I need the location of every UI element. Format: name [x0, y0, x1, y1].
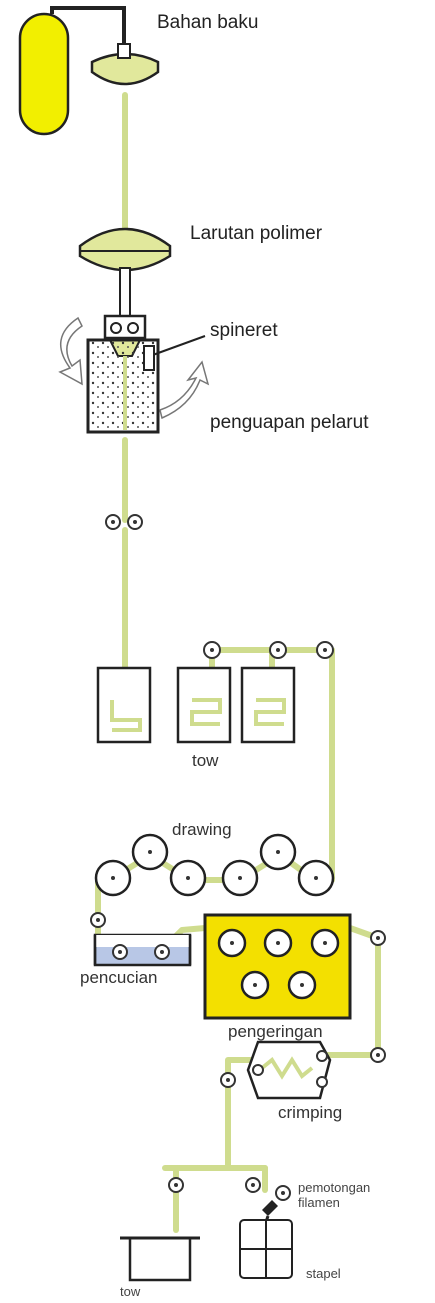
label-spineret: spineret — [210, 320, 278, 341]
label-bahan-baku: Bahan baku — [157, 12, 259, 33]
roller-icon — [168, 1072, 261, 1193]
label-crimping: crimping — [278, 1103, 343, 1122]
label-drawing: drawing — [172, 820, 232, 839]
crimper — [246, 1040, 332, 1100]
roller-icon — [370, 930, 386, 1063]
tow-cans — [96, 666, 296, 744]
drawing-roller-hubs — [111, 850, 318, 880]
label-tow-top: tow — [192, 751, 219, 770]
curved-arrow-icon — [159, 360, 210, 420]
raw-material-hopper — [90, 43, 160, 86]
roller-icon — [203, 641, 334, 659]
label-tow-bottom: tow — [120, 1284, 141, 1299]
label-pencucian: pencucian — [80, 968, 158, 987]
label-penguapan-pelarut: penguapan pelarut — [210, 412, 369, 433]
roller-icon — [90, 912, 170, 960]
label-stapel: stapel — [306, 1266, 341, 1281]
label-pemotongan-filamen: pemotongan filamen — [298, 1180, 371, 1210]
curved-arrow-icon — [58, 316, 83, 386]
staple-box — [239, 1219, 293, 1279]
feed-pipe — [50, 6, 126, 45]
tow-can-fiber — [110, 698, 286, 732]
tow-box — [120, 1236, 200, 1282]
label-pengeringan: pengeringan — [228, 1022, 323, 1041]
polymer-solution-tank — [78, 227, 172, 317]
spinneret-assembly — [86, 314, 206, 434]
washing-bath — [93, 933, 192, 967]
roller-icon — [105, 514, 143, 530]
raw-material-tank — [18, 12, 70, 136]
label-larutan-polimer: Larutan polimer — [190, 223, 323, 244]
dryer — [203, 913, 352, 1020]
